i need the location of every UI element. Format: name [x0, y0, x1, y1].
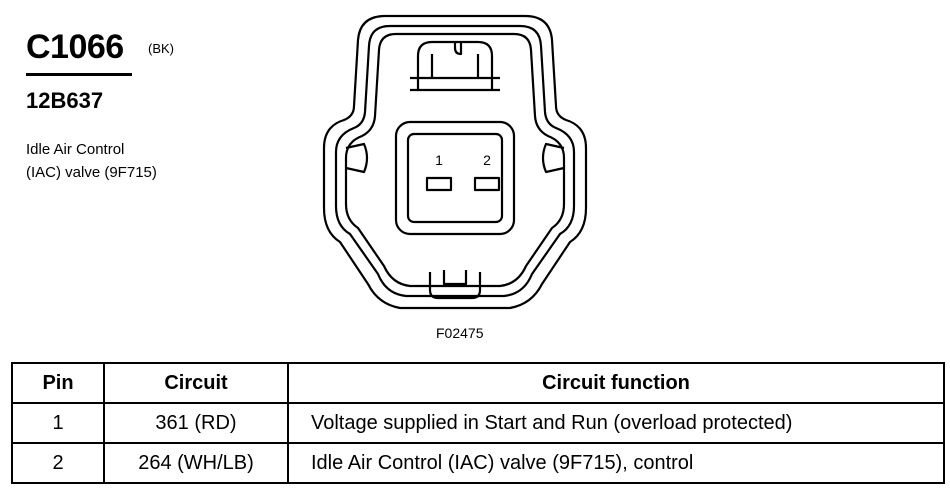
cell-pin: 2: [11, 442, 105, 484]
component-description-line2: (IAC) valve (9F715): [26, 164, 157, 181]
table-row: 2 264 (WH/LB) Idle Air Control (IAC) val…: [11, 442, 945, 484]
pin-2-label: 2: [483, 152, 491, 168]
cell-pin: 1: [11, 402, 105, 444]
table-header-row: Pin Circuit Circuit function: [11, 362, 945, 404]
cell-circuit-function: Idle Air Control (IAC) valve (9F715), co…: [287, 442, 945, 484]
pin-1-label: 1: [435, 152, 443, 168]
connector-id: C1066: [26, 28, 124, 66]
bottom-key: [428, 272, 482, 300]
table-row: 1 361 (RD) Voltage supplied in Start and…: [11, 402, 945, 444]
connector-housing-inner: [334, 24, 576, 298]
pin-circuit-table: Pin Circuit Circuit function 1 361 (RD) …: [11, 362, 945, 484]
connector-housing-outer: [322, 14, 588, 310]
right-latch: [541, 142, 565, 174]
left-latch: [345, 142, 369, 174]
part-number: 12B637: [26, 88, 104, 113]
cell-circuit: 264 (WH/LB): [103, 442, 289, 484]
component-description-line1: Idle Air Control: [26, 141, 125, 158]
connector-face-diagram: 1 2: [322, 14, 588, 310]
terminal-block-inner: [406, 132, 504, 224]
cell-circuit-function: Voltage supplied in Start and Run (overl…: [287, 402, 945, 444]
figure-id: F02475: [436, 325, 484, 341]
pin-2-slot: [473, 176, 501, 192]
connector-id-underline: [26, 73, 132, 76]
header-pin: Pin: [11, 362, 105, 404]
header-circuit-function: Circuit function: [287, 362, 945, 404]
pin-1-slot: [425, 176, 453, 192]
cell-circuit: 361 (RD): [103, 402, 289, 444]
terminal-block-outer: [394, 120, 516, 236]
connector-color: (BK): [148, 41, 174, 56]
header-circuit: Circuit: [103, 362, 289, 404]
